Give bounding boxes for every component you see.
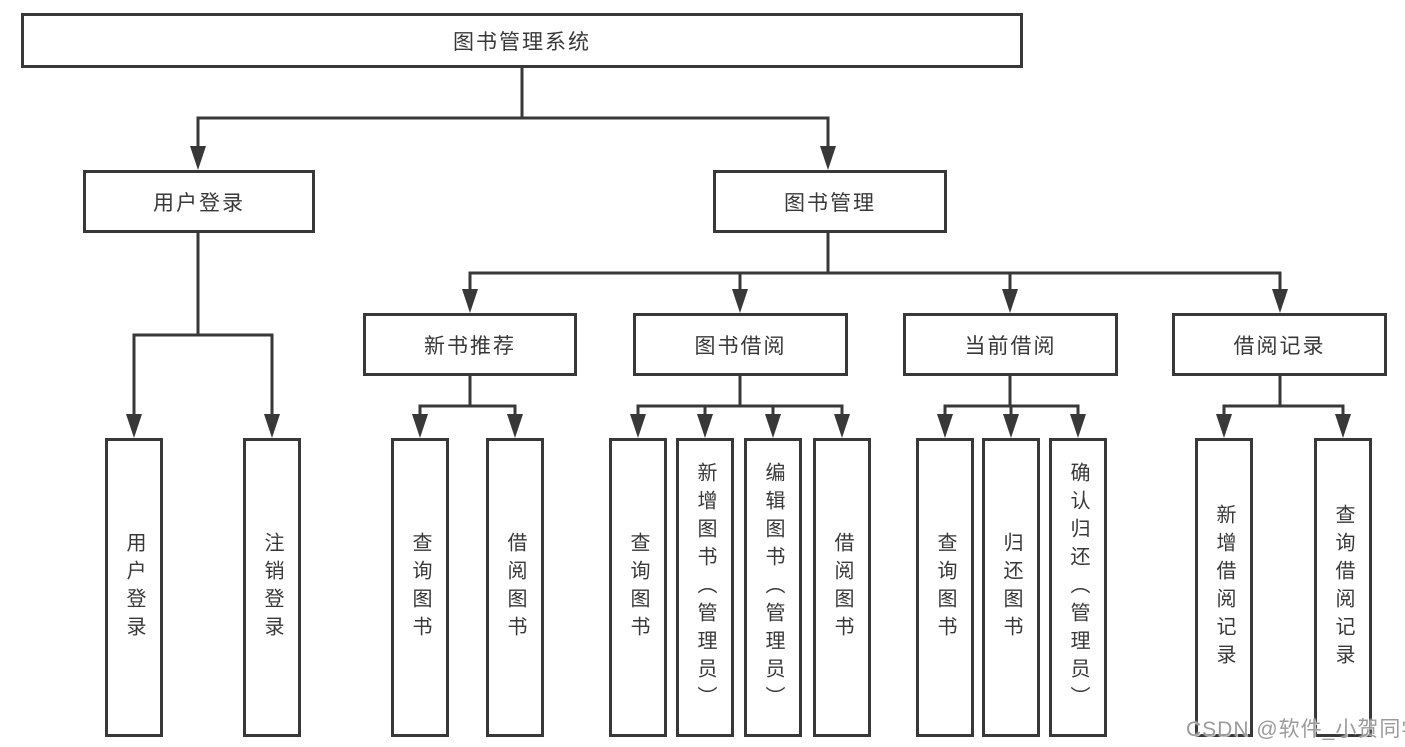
arrow-down-icon: [126, 414, 142, 438]
arrow-down-icon: [1216, 414, 1232, 438]
arrow-down-icon: [732, 289, 748, 313]
leaf-query-books-current: 查询图书: [916, 438, 974, 737]
connector-user-login-children: [126, 231, 280, 438]
arrow-down-icon: [462, 289, 478, 313]
leaf-borrow-books-recommend: 借阅图书: [486, 438, 544, 737]
arrow-down-icon: [1272, 289, 1288, 313]
leaf-borrow-books: 借阅图书: [813, 438, 871, 737]
node-current-borrow: 当前借阅: [903, 313, 1118, 376]
node-library-management-system: 图书管理系统: [21, 13, 1023, 68]
leaf-edit-books-admin: 编辑图书（管理员）: [744, 438, 802, 737]
leaf-user-login: 用户登录: [105, 438, 163, 737]
arrow-down-icon: [507, 414, 523, 438]
arrow-down-icon: [697, 414, 713, 438]
connector-root-to-level2: [190, 66, 836, 170]
arrow-down-icon: [630, 414, 646, 438]
node-borrow-records: 借阅记录: [1172, 313, 1387, 376]
csdn-watermark: CSDN @软件_小贺同学: [1186, 718, 1405, 741]
leaf-return-books: 归还图书: [982, 438, 1040, 737]
arrow-down-icon: [190, 146, 206, 170]
node-new-book-recommend: 新书推荐: [363, 313, 577, 376]
arrow-down-icon: [1003, 414, 1019, 438]
leaf-query-books-borrow: 查询图书: [609, 438, 667, 737]
leaf-confirm-return-admin: 确认归还（管理员）: [1049, 438, 1107, 737]
leaf-add-books-admin: 新增图书（管理员）: [676, 438, 734, 737]
arrow-down-icon: [1002, 289, 1018, 313]
arrow-down-icon: [820, 146, 836, 170]
node-user-login: 用户登录: [83, 170, 315, 233]
arrow-down-icon: [765, 414, 781, 438]
leaf-add-borrow-record: 新增借阅记录: [1195, 438, 1253, 737]
connector-current-borrow-children: [937, 374, 1086, 438]
arrow-down-icon: [264, 414, 280, 438]
arrow-down-icon: [937, 414, 953, 438]
arrow-down-icon: [412, 414, 428, 438]
arrow-down-icon: [1070, 414, 1086, 438]
leaf-logout: 注销登录: [243, 438, 301, 737]
leaf-query-borrow-record: 查询借阅记录: [1314, 438, 1372, 737]
connector-new-book-children: [412, 374, 523, 438]
connector-borrow-record-children: [1216, 374, 1351, 438]
node-book-management: 图书管理: [713, 170, 947, 233]
connector-book-borrow-children: [630, 374, 850, 438]
connector-book-management-children: [462, 231, 1288, 313]
node-book-borrow: 图书借阅: [633, 313, 848, 376]
leaf-query-books-recommend: 查询图书: [391, 438, 449, 737]
arrow-down-icon: [834, 414, 850, 438]
arrow-down-icon: [1335, 414, 1351, 438]
